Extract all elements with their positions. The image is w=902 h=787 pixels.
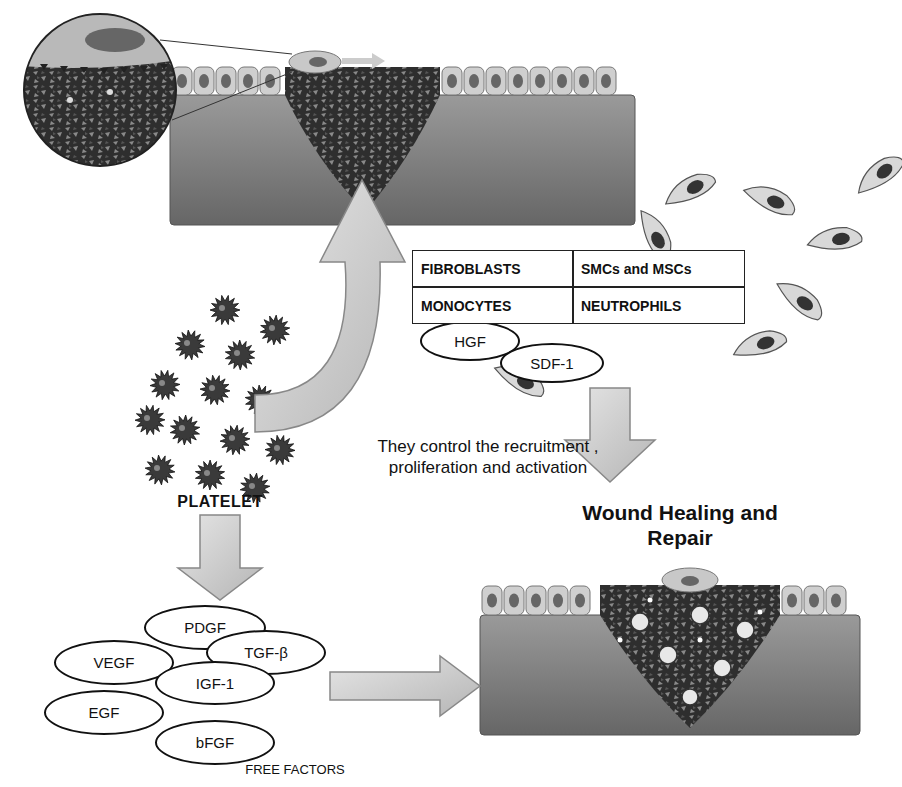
cell-nucleus [513,74,523,88]
cell-nucleus [509,594,519,608]
platelet [260,315,290,345]
factor-name: HGF [454,333,486,350]
factor-name: IGF-1 [196,675,234,692]
table-rule [413,286,744,288]
cell-nucleus [553,594,563,608]
cell-nucleus [447,74,457,88]
epidermal-cell [596,67,616,95]
platelet [210,295,240,324]
cell-nucleus [199,74,209,88]
platelet [170,415,200,445]
cell-nucleus [601,74,611,88]
cell-nucleus [579,74,589,88]
platelet-granule [184,340,190,346]
cell-nucleus [809,594,819,608]
table-cell: NEUTROPHILS [573,288,744,323]
platelet-granule [144,415,150,421]
factor-name: EGF [89,704,120,721]
table-cell: MONOCYTES [413,288,572,323]
epidermal-cell [504,586,524,615]
epidermal-cell [238,67,258,95]
platelet-granule [219,305,225,311]
migrating-cell [851,149,902,201]
factor-name: PDGF [184,619,226,636]
table-cell: SMCs and MSCs [573,251,744,286]
platelet [145,455,175,485]
migrating-cell [730,325,789,364]
outcome-heading: Wound Healing and Repair [555,500,805,550]
cell-nucleus [487,594,497,608]
platelet-granule [234,350,240,356]
epidermal-cell [482,586,502,615]
note-text: They control the recruitment , prolifera… [372,436,604,479]
cell-nucleus [531,594,541,608]
epidermal-cell [548,586,568,615]
platelet-granule [209,385,215,391]
epidermal-cell [526,586,546,615]
platelet [200,375,230,405]
platelet [150,370,180,399]
epidermal-cell [826,586,846,615]
cell-table: FIBROBLASTSSMCs and MSCsMONOCYTESNEUTROP… [412,250,745,324]
platelet-granule [274,445,280,451]
cell-nucleus [177,74,187,88]
platelet [195,460,224,490]
platelet [135,405,165,434]
platelet-granule [179,425,185,431]
epidermal-cell [570,586,590,615]
platelet-granule [229,435,235,441]
platelet [220,425,250,455]
cell-nucleus [575,594,585,608]
cell-nucleus [831,594,841,608]
platelet-granule [159,380,165,386]
factor-oval: EGF [44,690,164,735]
factor-name: VEGF [94,654,135,671]
epidermal-cell [804,586,824,615]
epidermal-cell [508,67,528,95]
cell-nucleus [557,74,567,88]
platelet-label: PLATELET [150,492,290,512]
epidermal-cell [464,67,484,95]
platelet [265,435,295,464]
platelet-granule [204,470,210,476]
platelet-granule [249,483,255,489]
factor-oval: bFGF [155,720,275,765]
factor-name: TGF-β [244,644,288,661]
platelet [225,340,254,370]
platelet-granule [269,325,275,331]
cell-nucleus [491,74,501,88]
cell-nucleus [243,74,253,88]
migrating-cell [740,179,799,218]
epidermal-cell [216,67,236,95]
cell-nucleus [221,74,231,88]
table-cell: FIBROBLASTS [413,251,572,286]
migrating-cell [660,167,718,213]
epidermal-cell [574,67,594,95]
epidermal-cell [530,67,550,95]
migrating-cell [771,274,828,323]
factor-name: SDF-1 [530,355,573,372]
platelet-granule [154,465,160,471]
cell-nucleus [787,594,797,608]
factor-name: bFGF [196,734,234,751]
cell-nucleus [535,74,545,88]
platelet [175,330,205,360]
factor-oval: IGF-1 [155,661,275,705]
epidermal-cell [442,67,462,95]
factor-oval: SDF-1 [500,343,604,383]
epidermal-cell [552,67,572,95]
migrating-cell [805,224,863,255]
epidermal-cell [486,67,506,95]
epidermal-cell [194,67,214,95]
cell-nucleus [469,74,479,88]
epidermal-cell [782,586,802,615]
note-text: FREE FACTORS [230,762,360,778]
